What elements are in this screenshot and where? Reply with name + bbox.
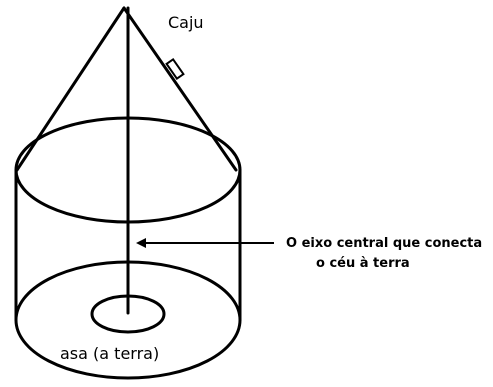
cone-left-edge	[15, 6, 126, 172]
label-caju: Caju	[168, 13, 204, 32]
cone-tab	[165, 57, 185, 81]
cone-right-edge	[122, 6, 238, 172]
label-asa: asa (a terra)	[60, 344, 159, 363]
label-axis-line2: o céu à terra	[316, 256, 410, 271]
label-arrow-head	[136, 238, 146, 248]
label-axis-line1: O eixo central que conecta	[286, 236, 482, 251]
